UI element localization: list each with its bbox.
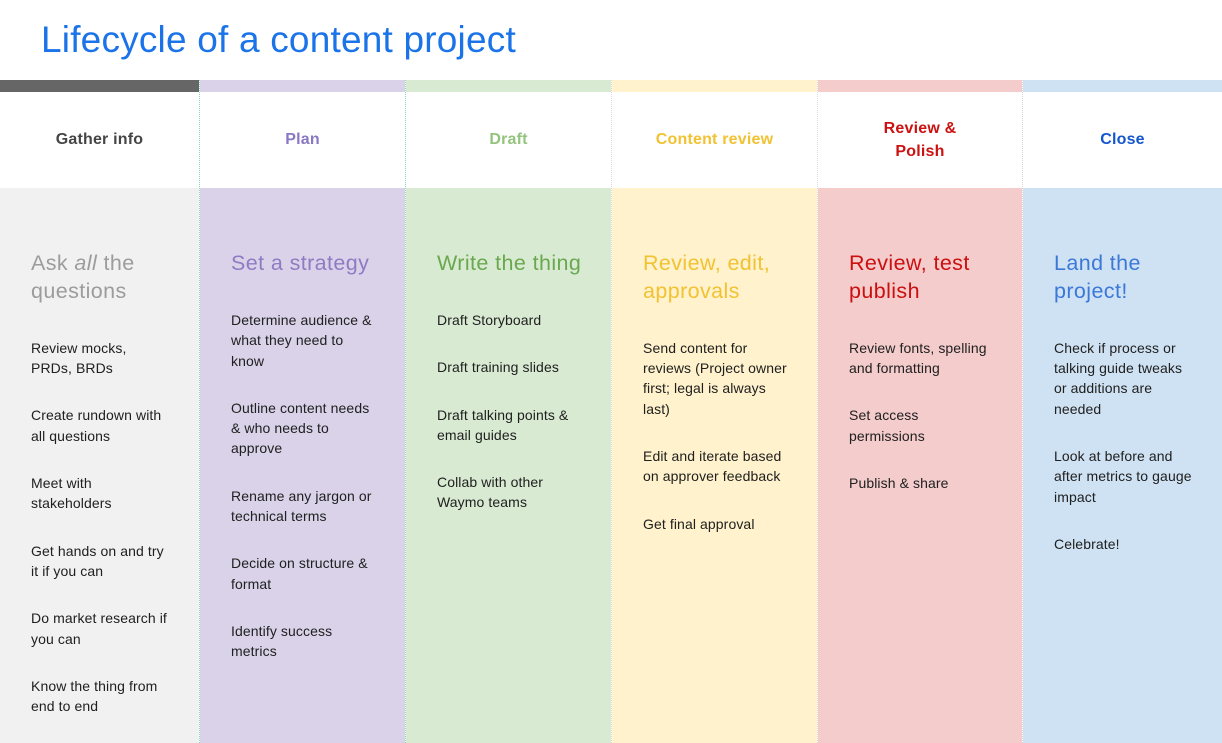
stage-heading: Review, test publish	[849, 251, 970, 303]
stage-color-strip	[612, 80, 817, 92]
stage-color-strip	[818, 80, 1022, 92]
column-draft: Draft Write the thing Draft Storyboard D…	[405, 80, 611, 743]
stage-body: Land the project! Check if process or ta…	[1023, 188, 1222, 743]
stage-name: Plan	[285, 131, 320, 149]
stage-heading: Set a strategy	[231, 251, 370, 275]
stage-body: Review, test publish Review fonts, spell…	[818, 188, 1022, 743]
column-header: Gather info	[0, 92, 199, 188]
stage-body: Review, edit, approvals Send content for…	[612, 188, 817, 743]
column-header: Close	[1023, 92, 1222, 188]
column-header: Plan	[200, 92, 405, 188]
stage-task: Send content for reviews (Project owner …	[643, 339, 787, 417]
stage-task: Get hands on and try it if you can	[31, 542, 164, 579]
stage-color-strip	[406, 80, 611, 92]
stage-task: Set access permissions	[849, 407, 925, 444]
stage-body: Write the thing Draft Storyboard Draft t…	[406, 188, 611, 743]
stage-name: Review & Polish	[883, 119, 957, 160]
stage-name: Close	[1100, 131, 1145, 149]
column-header: Review & Polish	[818, 92, 1022, 188]
column-plan: Plan Set a strategy Determine audience &…	[199, 80, 405, 743]
stage-color-strip	[1023, 80, 1222, 92]
stage-task-list: Draft Storyboard Draft training slides D…	[437, 310, 583, 513]
stage-heading: Land the project!	[1054, 251, 1141, 303]
stage-task: Rename any jargon or technical terms	[231, 487, 372, 525]
stage-task: Do market research if you can	[31, 610, 167, 647]
stage-body: Set a strategy Determine audience & what…	[200, 188, 405, 743]
stage-task: Review fonts, spelling and formatting	[849, 339, 987, 377]
stage-body: Ask all the questions Review mocks, PRDs…	[0, 188, 199, 743]
stage-task: Edit and iterate based on approver feedb…	[643, 448, 782, 485]
stage-task: Draft training slides	[437, 359, 559, 376]
heading-part: Ask	[31, 251, 75, 275]
stage-task: Identify success metrics	[231, 622, 333, 660]
slide-header: Lifecycle of a content project	[0, 0, 1222, 80]
column-header: Draft	[406, 92, 611, 188]
heading-part: the questions	[31, 251, 135, 303]
stage-name: Gather info	[55, 131, 144, 149]
stage-task: Outline content needs & who needs to app…	[231, 399, 370, 457]
stage-task: Celebrate!	[1054, 535, 1120, 552]
stage-task: Collab with other Waymo teams	[437, 474, 543, 511]
stage-heading: Review, edit, approvals	[643, 251, 771, 303]
stage-task-list: Check if process or talking guide tweaks…	[1054, 338, 1194, 554]
stage-name: Content review	[655, 131, 774, 149]
stage-task: Draft talking points & email guides	[437, 406, 569, 443]
column-content-review: Content review Review, edit, approvals S…	[611, 80, 817, 743]
stage-task-list: Review mocks, PRDs, BRDs Create rundown …	[31, 338, 171, 717]
stage-task: Create rundown with all questions	[31, 407, 162, 444]
stage-task: Look at before and after metrics to gaug…	[1054, 448, 1192, 505]
stage-task: Review mocks, PRDs, BRDs	[31, 339, 127, 377]
stage-task: Decide on structure & format	[231, 555, 368, 592]
column-header: Content review	[612, 92, 817, 188]
stage-task: Check if process or talking guide tweaks…	[1054, 339, 1183, 417]
stage-task: Determine audience & what they need to k…	[231, 311, 372, 369]
stage-color-strip	[200, 80, 405, 92]
page-title: Lifecycle of a content project	[41, 19, 516, 60]
stage-task: Get final approval	[643, 515, 755, 532]
heading-part-italic: all	[74, 251, 98, 275]
column-gather-info: Gather info Ask all the questions Review…	[0, 80, 199, 743]
stage-task-list: Send content for reviews (Project owner …	[643, 338, 789, 534]
stage-heading: Ask all the questions	[31, 250, 171, 306]
stage-task-list: Determine audience & what they need to k…	[231, 310, 377, 662]
lifecycle-columns: Gather info Ask all the questions Review…	[0, 80, 1222, 743]
column-review-polish: Review & Polish Review, test publish Rev…	[817, 80, 1022, 743]
stage-task: Meet with stakeholders	[31, 475, 112, 512]
stage-color-strip	[0, 80, 199, 92]
stage-task: Publish & share	[849, 475, 949, 492]
stage-task: Draft Storyboard	[437, 311, 542, 328]
stage-name: Draft	[489, 131, 528, 149]
stage-heading: Write the thing	[437, 251, 582, 275]
column-close: Close Land the project! Check if process…	[1022, 80, 1222, 743]
stage-task: Know the thing from end to end	[31, 677, 158, 715]
stage-task-list: Review fonts, spelling and formatting Se…	[849, 338, 994, 493]
